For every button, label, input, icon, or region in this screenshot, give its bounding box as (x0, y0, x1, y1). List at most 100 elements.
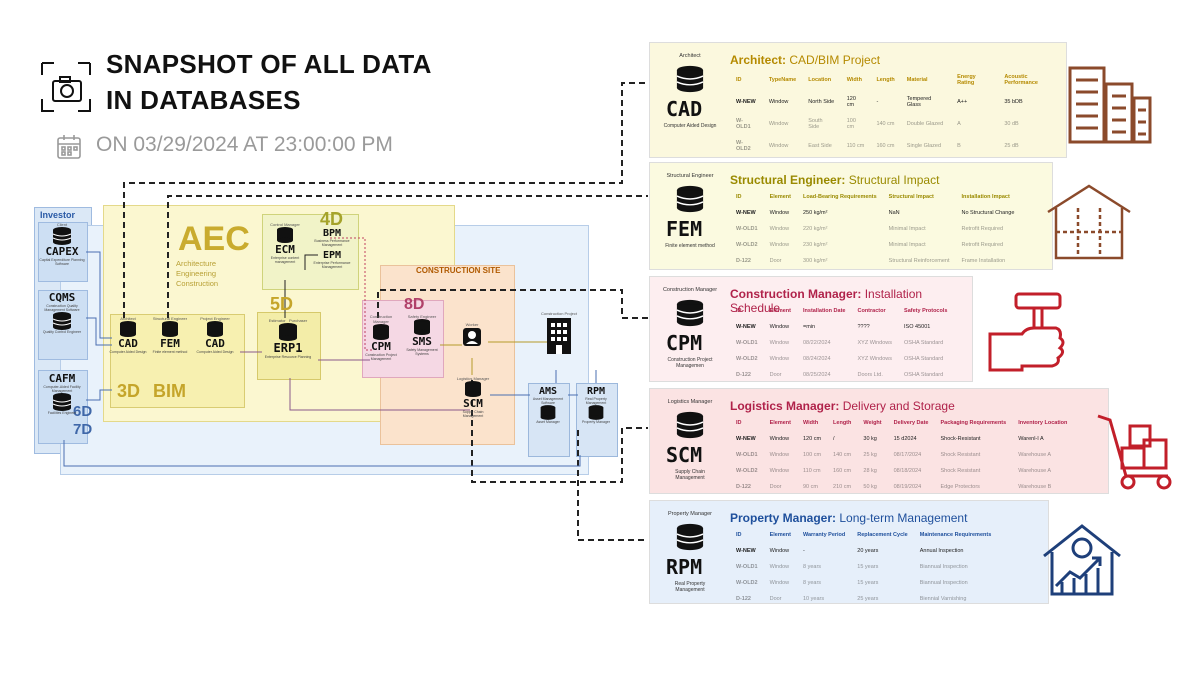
column-header: Acoustic Performance (1004, 74, 1038, 86)
panel-icon-role: Architect (679, 53, 701, 59)
construction-site-label: CONSTRUCTION SITE (416, 266, 501, 275)
camera-icon (40, 55, 92, 113)
module-scm[interactable]: Logistics Manager SCM Supply Chain Manag… (456, 376, 490, 418)
column-header: ID (736, 194, 742, 200)
table-cell: Window (768, 143, 789, 149)
table-cell: 120 cm (803, 436, 822, 442)
table-cell: W-OLD2 (736, 468, 758, 474)
module-capex[interactable]: Client CAPEX Capital Expenditure Plannin… (39, 222, 85, 266)
table-cell: Shock Resistant (940, 452, 981, 458)
page-title: SNAPSHOT OF ALL DATA IN DATABASES (106, 49, 432, 115)
table-cell: 230 kg/m² (803, 242, 828, 248)
panel-icon-subtitle: Real Property Management (674, 581, 706, 593)
table-cell: 28 kg (863, 468, 877, 474)
column-header: Width (846, 77, 862, 83)
table-cell: East Side (808, 143, 832, 149)
column-header: Location (808, 77, 832, 83)
column-header: Contractor (857, 308, 886, 314)
dim-6d-label: 6D (73, 403, 93, 420)
module-ams[interactable]: AMS Asset Management Software Asset Mana… (532, 386, 564, 424)
panel-role: Property Manager: (730, 511, 837, 525)
table-cell: 300 kg/m² (803, 258, 828, 264)
table-cell: Window (769, 340, 790, 346)
module-fem[interactable]: Structural Engineer FEM Finite element m… (152, 316, 188, 354)
construction-project-node[interactable]: Construction Project (540, 311, 578, 356)
table-cell: Door (769, 484, 782, 490)
table-cell: W-OLD2 (736, 356, 758, 362)
database-icon (277, 227, 293, 243)
table-cell: Retrofit Required (961, 226, 1004, 232)
table-cell: Annual Inspection (919, 548, 964, 554)
table-cell: Doors Ltd. (857, 372, 883, 378)
table-cell: W-OLD1 (736, 226, 758, 232)
column-header: ID (736, 420, 742, 426)
column-header: Installation Date (803, 308, 846, 314)
building-icon (547, 318, 571, 354)
table-cell: Warenl-I A (1018, 436, 1044, 442)
panel-icon-role: Structural Engineer (666, 173, 714, 179)
column-header: Maintenance Requirements (919, 532, 992, 538)
aec-sublabel: Architecture Engineering Construction (176, 259, 219, 288)
module-bpm[interactable]: BPM Business Performance Management (314, 228, 350, 247)
dim-3d-label: 3D (117, 381, 141, 401)
table-cell: Window (768, 121, 789, 127)
rpm-zone (576, 383, 618, 457)
module-rpm[interactable]: RPM Real Property Management Property Ma… (581, 386, 610, 424)
calendar-icon (56, 134, 82, 160)
ams-zone (528, 383, 570, 457)
module-erp[interactable]: Estimator Purchaser ERP1 Enterprise Reso… (264, 318, 312, 359)
table-cell: 08/22/2024 (803, 340, 831, 346)
table-cell: 100 cm (803, 452, 822, 458)
module-sms[interactable]: Safety Engineer SMS Safety Management Sy… (406, 314, 438, 356)
database-icon (120, 321, 136, 337)
table-cell: 250 kg/m² (803, 210, 828, 216)
table-cell: W-OLD1 (736, 564, 758, 570)
database-icon (676, 523, 704, 551)
panel-role: Architect: (730, 53, 787, 67)
table-cell: D-122 (736, 372, 751, 378)
house-frame-icon (1044, 182, 1134, 265)
table-cell: 15 years (857, 580, 879, 586)
dim-4d-label: 4D (320, 209, 344, 229)
table-cell: =min (803, 324, 816, 330)
aec-label: AEC (178, 220, 250, 258)
module-cad-engineer[interactable]: Project Engineer CAD Computer Aided Desi… (196, 316, 234, 354)
panel-heading: Property Manager: Long-term Management (730, 511, 967, 525)
table-cell: 20 years (857, 548, 879, 554)
module-cpm[interactable]: Construction Manager CPM Construction Pr… (365, 314, 397, 361)
module-ecm[interactable]: Control Manager ECM Enterprise content m… (270, 222, 300, 264)
table-cell: Window (768, 99, 789, 105)
module-cqms[interactable]: CQMS Construction Quality Management Sof… (42, 291, 82, 334)
worker-node[interactable]: Worker (456, 322, 488, 347)
table-cell: W-OLD2 (736, 242, 758, 248)
module-cad-architect[interactable]: Architect CAD Computer Aided Design (109, 316, 147, 354)
table-cell: Warehouse A (1018, 452, 1052, 458)
column-header: Delivery Date (893, 420, 929, 426)
column-header: Element (769, 308, 791, 314)
column-header: Installation Impact (961, 194, 1010, 200)
table-cell: 8 years (803, 580, 822, 586)
table-cell: 30 kg (863, 436, 877, 442)
database-icon (414, 319, 430, 335)
database-icon (676, 185, 704, 213)
table-cell: Minimal Impact (888, 242, 926, 248)
table-cell: Double Glazed (906, 121, 944, 127)
table-cell: 08/19/2024 (893, 484, 922, 490)
module-epm[interactable]: EPM Enterprise Performance Management (313, 250, 351, 269)
column-header: Warranty Period (803, 532, 846, 538)
module-cafm[interactable]: CAFM Computer-Aided Facility Management … (43, 372, 81, 415)
table-cell: 50 kg (863, 484, 877, 490)
table-cell: W-OLD1 (736, 452, 758, 458)
table-cell: XYZ Windows (857, 356, 893, 362)
